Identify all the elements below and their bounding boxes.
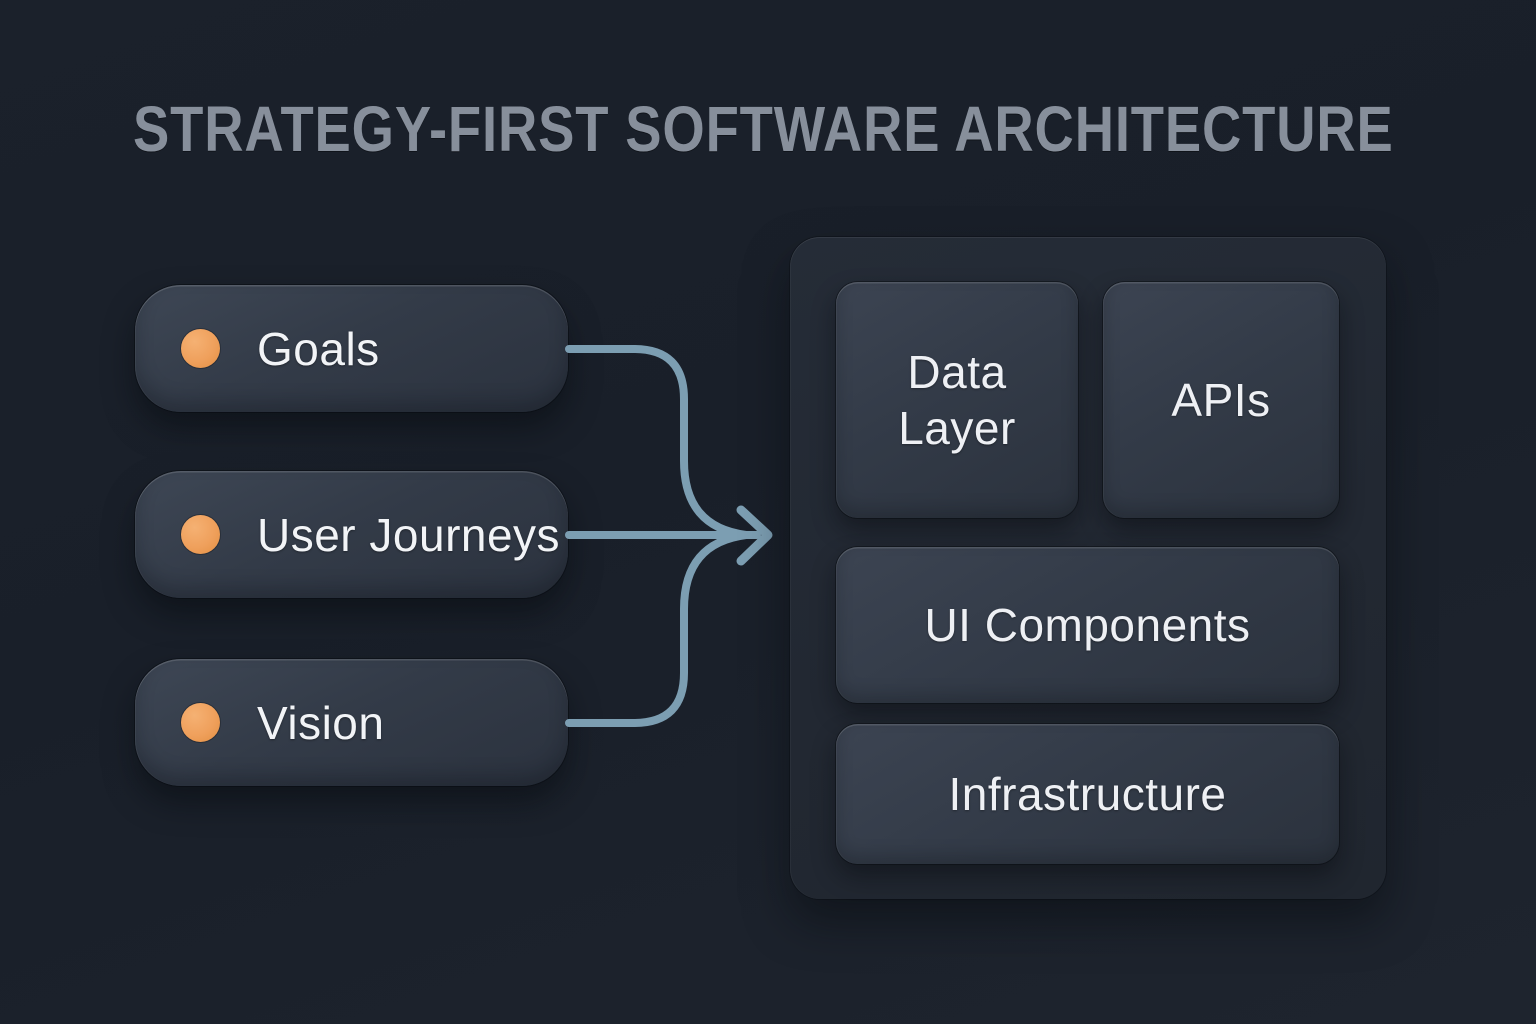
bullet-dot-icon bbox=[181, 703, 220, 742]
block-apis: APIs bbox=[1103, 282, 1339, 518]
strategy-pill-label: Vision bbox=[257, 696, 385, 749]
architecture-panel: Data Layer APIs UI Components Infrastruc… bbox=[790, 237, 1386, 899]
strategy-pill-label: User Journeys bbox=[257, 508, 561, 561]
connector-goals bbox=[565, 345, 750, 539]
strategy-pill-vision: Vision bbox=[135, 659, 568, 786]
block-label: APIs bbox=[1171, 373, 1271, 426]
block-label: Data Layer bbox=[898, 345, 1016, 454]
connector-vision bbox=[565, 531, 750, 727]
strategy-pill-goals: Goals bbox=[135, 285, 568, 412]
block-infrastructure: Infrastructure bbox=[836, 724, 1339, 864]
strategy-pill-label: Goals bbox=[257, 322, 380, 375]
block-label: Infrastructure bbox=[948, 767, 1227, 820]
arrow-right-icon bbox=[736, 505, 773, 566]
page-title: STRATEGY-FIRST SOFTWARE ARCHITECTURE bbox=[133, 93, 1394, 165]
bullet-dot-icon bbox=[181, 515, 220, 554]
bullet-dot-icon bbox=[181, 329, 220, 368]
block-data-layer: Data Layer bbox=[836, 282, 1078, 518]
block-label: UI Components bbox=[924, 598, 1251, 651]
strategy-pill-user-journeys: User Journeys bbox=[135, 471, 568, 598]
block-ui-components: UI Components bbox=[836, 547, 1339, 703]
